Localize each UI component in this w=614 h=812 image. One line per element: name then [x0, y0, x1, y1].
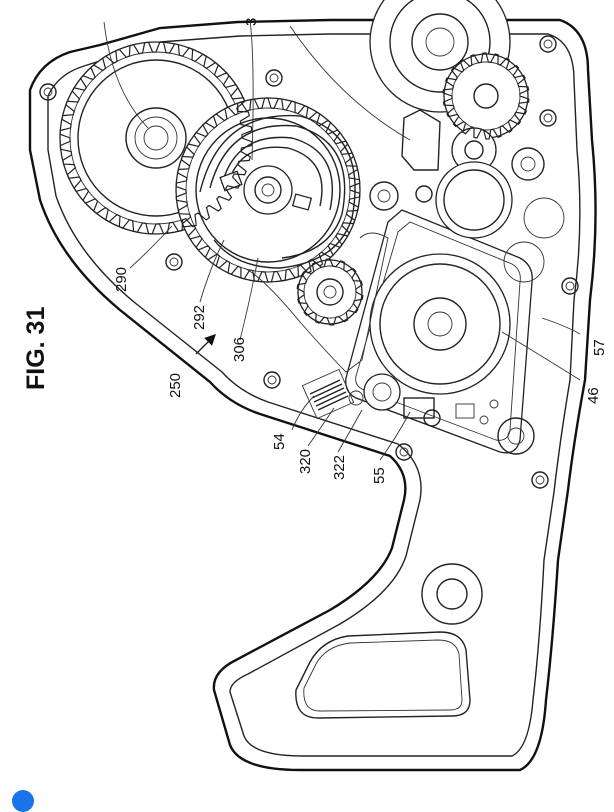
label-322: 322 — [331, 455, 348, 480]
housing-outline — [28, 18, 597, 772]
leader-lines — [103, 19, 581, 461]
spring-54 — [301, 368, 355, 420]
small-gear-teeth — [296, 258, 364, 326]
upper-right-gears — [369, 0, 529, 173]
roller-322 — [363, 373, 401, 411]
pivot-boss-inner — [436, 578, 468, 610]
reference-labels: 290 292 306 250 54 320 322 55 46 57 3 — [113, 18, 608, 484]
battery-components — [369, 109, 565, 283]
large-gear-teeth — [59, 41, 253, 235]
housing-inner-outline — [47, 33, 581, 757]
spring-gear-teeth — [175, 97, 361, 283]
upper-right-gear-teeth — [442, 52, 530, 140]
label-46: 46 — [585, 387, 602, 404]
label-55: 55 — [371, 467, 388, 484]
label-320: 320 — [297, 449, 314, 474]
label-3: 3 — [243, 18, 260, 26]
label-57: 57 — [591, 339, 608, 356]
arm-window — [295, 631, 471, 719]
cover-region — [243, 232, 389, 373]
label-250: 250 — [167, 373, 184, 398]
mounting-bolts — [39, 35, 579, 489]
label-54: 54 — [271, 433, 288, 450]
arm-window-inner — [303, 639, 463, 712]
indicator-dot — [12, 790, 34, 812]
label-306: 306 — [231, 337, 248, 362]
label-290: 290 — [113, 267, 130, 292]
motor-plate — [345, 209, 535, 455]
figure-title: FIG. 31 — [22, 307, 50, 390]
pivot-boss-outer — [421, 563, 483, 625]
label-292: 292 — [191, 305, 208, 330]
